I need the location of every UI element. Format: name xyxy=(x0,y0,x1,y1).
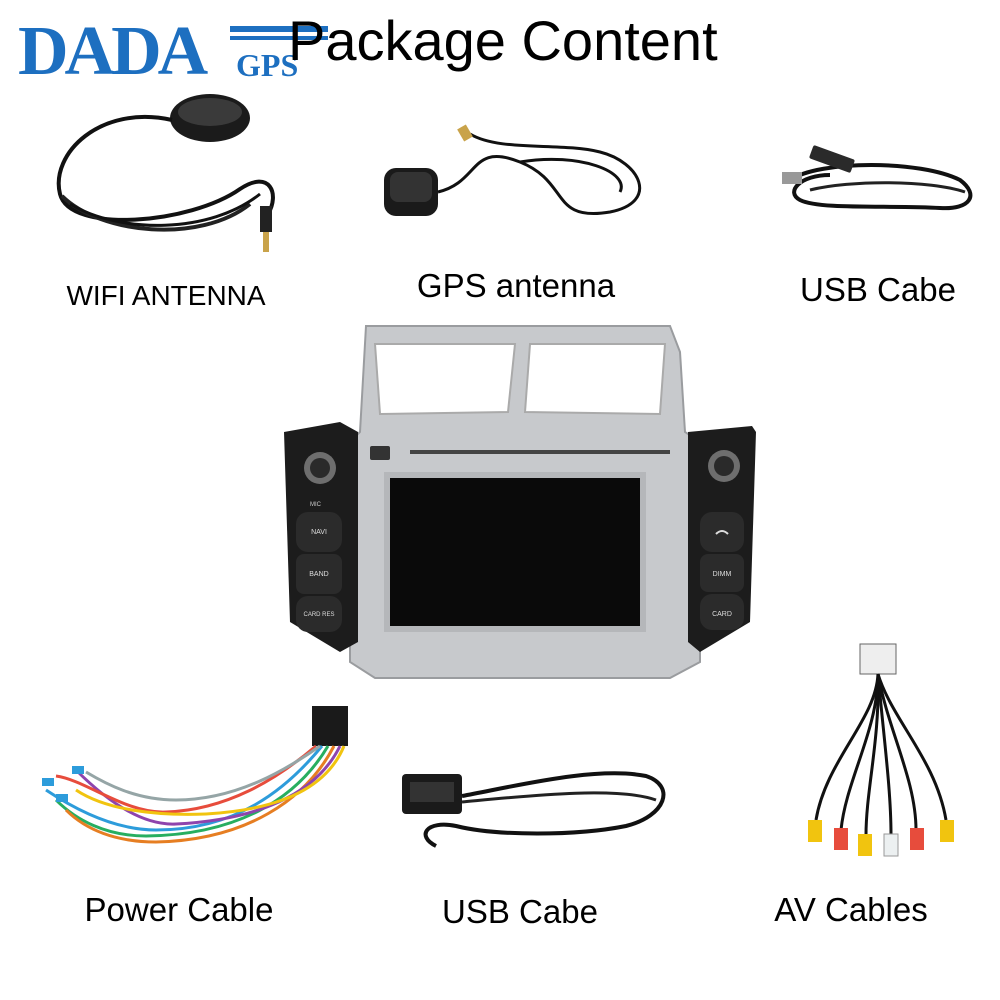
caption-wifi-antenna: WIFI ANTENNA xyxy=(66,280,266,311)
power-cable-icon xyxy=(36,700,356,850)
dimm-button-label: DIMM xyxy=(713,571,732,578)
navi-button-label: NAVI xyxy=(311,529,327,536)
usb-cable-2-icon xyxy=(396,756,676,856)
card-button-label: CARD xyxy=(712,611,732,618)
usb-cable-icon xyxy=(780,145,980,220)
av-cables-icon xyxy=(796,640,966,870)
gps-antenna-icon xyxy=(380,122,660,232)
logo-main-text: DADA xyxy=(18,13,209,90)
page-title: Package Content xyxy=(288,9,718,72)
caption-power-cable: Power Cable xyxy=(84,891,274,928)
caption-gps-antenna: GPS antenna xyxy=(416,267,616,304)
mic-label: MIC xyxy=(310,502,322,508)
caption-usb-cable-2: USB Cabe xyxy=(442,893,598,930)
band-button-label: BAND xyxy=(309,571,328,578)
caption-av-cables: AV Cables xyxy=(774,891,928,928)
wifi-antenna-icon xyxy=(40,84,290,264)
logo-sub-text: GPS xyxy=(236,47,298,83)
head-unit-image: MIC NAVI BAND CARD RES DIMM CARD xyxy=(280,322,760,682)
card-res-button-label: CARD RES xyxy=(303,612,334,618)
caption-usb-cable-1: USB Cabe xyxy=(800,271,956,308)
brand-logo: DADA GPS xyxy=(18,13,328,90)
